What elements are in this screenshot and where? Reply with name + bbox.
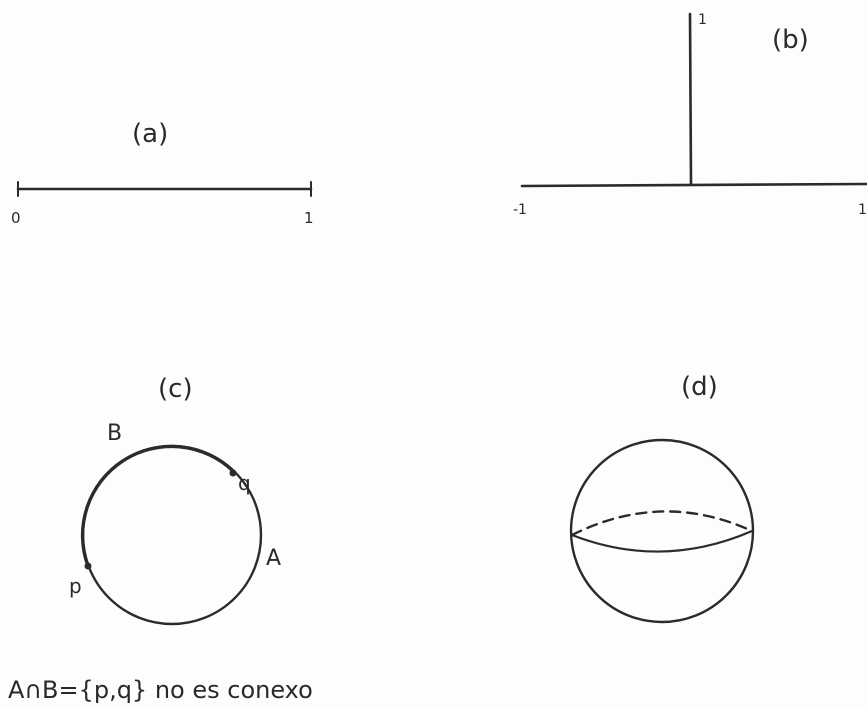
panel-b: (b) 1 -1 1 bbox=[513, 12, 867, 218]
arc-b bbox=[80, 444, 235, 568]
panel-a-label: (a) bbox=[132, 119, 168, 149]
point-p-label: p bbox=[69, 574, 82, 598]
interval-left-tick-label: 0 bbox=[11, 209, 21, 227]
panel-b-label: (b) bbox=[772, 25, 809, 55]
panel-a: (a) 0 1 bbox=[11, 119, 314, 227]
horizontal-right-tick-label: 1 bbox=[858, 202, 867, 218]
panel-c: (c) B A p q A∩B={p,q} no es conexo bbox=[8, 374, 313, 704]
vertical-top-tick-label: 1 bbox=[698, 12, 707, 28]
sphere-equator-front bbox=[570, 529, 754, 553]
panel-c-label: (c) bbox=[158, 374, 193, 404]
arc-b-label: B bbox=[107, 421, 122, 446]
sphere-outline bbox=[569, 438, 755, 624]
sphere-equator-back bbox=[570, 510, 754, 537]
point-q-label: q bbox=[238, 471, 251, 495]
arc-a-label: A bbox=[266, 546, 281, 571]
vertical-segment bbox=[688, 12, 693, 186]
horizontal-segment bbox=[520, 182, 867, 188]
interval-right-tick-label: 1 bbox=[304, 209, 314, 227]
point-p bbox=[84, 562, 92, 570]
horizontal-left-tick-label: -1 bbox=[513, 202, 527, 218]
panel-d-label: (d) bbox=[681, 372, 718, 402]
point-q bbox=[229, 469, 237, 477]
panel-d: (d) bbox=[569, 372, 755, 624]
panel-c-caption: A∩B={p,q} no es conexo bbox=[8, 676, 313, 704]
